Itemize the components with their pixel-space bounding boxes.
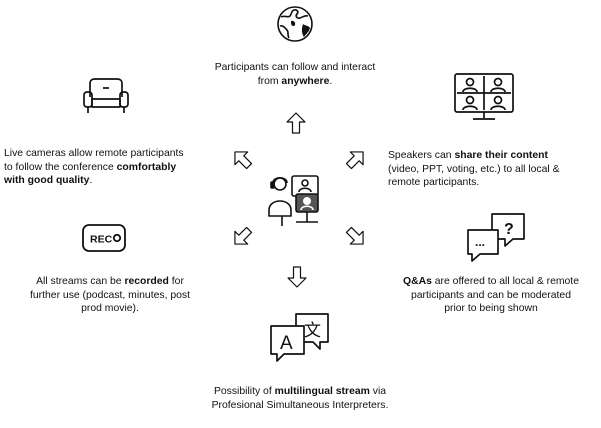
right-bottom-text: Q&As are offered to all local & remote p… (403, 276, 579, 315)
arrow-down-right-icon (341, 222, 371, 252)
video-conference-monitor-icon (453, 72, 515, 122)
chat-question-icon: ? ... (464, 212, 528, 264)
chinese-glyph: 文 (304, 321, 321, 341)
translation-icon: 文 A (268, 312, 332, 364)
right-top-text: Speakers can share their content (video,… (388, 150, 560, 189)
armchair-icon (82, 77, 130, 115)
top-text: Participants can follow and interact fro… (214, 62, 376, 87)
arrow-down-icon (287, 266, 307, 288)
left-top-text: Live cameras allow remote participants t… (4, 148, 184, 187)
left-bottom-text: All streams can be recorded for further … (30, 276, 190, 315)
arrow-up-icon (286, 112, 306, 134)
latin-glyph: A (280, 333, 293, 354)
rec-label: REC (90, 234, 113, 246)
remote-participant-hub-icon (266, 172, 332, 230)
rec-button-icon: REC (81, 223, 127, 253)
arrow-down-left-icon (227, 222, 257, 252)
globe-icon (275, 4, 315, 44)
bottom-text: Possibility of multilingual stream via P… (211, 386, 389, 411)
dots: ... (475, 235, 485, 249)
question-mark: ? (504, 221, 514, 238)
arrow-up-left-icon (227, 144, 257, 174)
arrow-up-right-icon (341, 144, 371, 174)
